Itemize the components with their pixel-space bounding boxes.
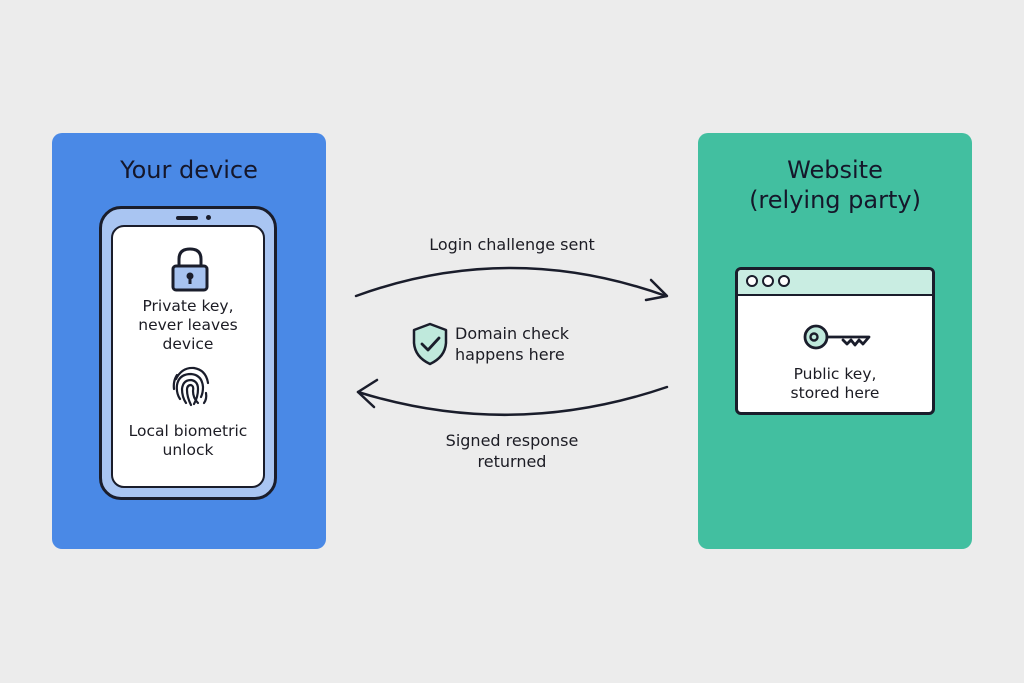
device-title: Your device: [120, 156, 258, 184]
phone-camera: [206, 215, 211, 220]
window-dot: [746, 275, 758, 287]
lock-icon: [171, 247, 209, 292]
window-dot: [762, 275, 774, 287]
browser-window: Public key, stored here: [735, 267, 935, 415]
phone-frame: Private key, never leaves device Local b…: [99, 206, 277, 500]
website-panel: Website (relying party) Public key, stor…: [698, 133, 972, 549]
website-title: Website (relying party): [749, 156, 921, 214]
fingerprint-icon: [172, 366, 210, 407]
challenge-arrowhead: [644, 278, 669, 302]
private-key-text: Private key, never leaves device: [138, 297, 238, 353]
challenge-label: Login challenge sent: [429, 235, 595, 254]
response-label: Signed response returned: [445, 431, 579, 471]
shield-check-icon: [412, 322, 448, 366]
biometric-text: Local biometric unlock: [128, 422, 248, 459]
public-key-text: Public key, stored here: [790, 365, 880, 402]
response-arrowhead: [356, 378, 379, 409]
phone-screen: Private key, never leaves device Local b…: [111, 225, 265, 488]
browser-title-bar: [738, 270, 932, 296]
phone-speaker: [176, 216, 198, 220]
key-icon: [803, 324, 871, 350]
challenge-arrow: [354, 266, 668, 298]
window-dot: [778, 275, 790, 287]
device-panel: Your device Private key, never leaves de…: [52, 133, 326, 549]
domain-check-label: Domain check happens here: [455, 324, 570, 364]
response-arrow: [356, 385, 669, 416]
